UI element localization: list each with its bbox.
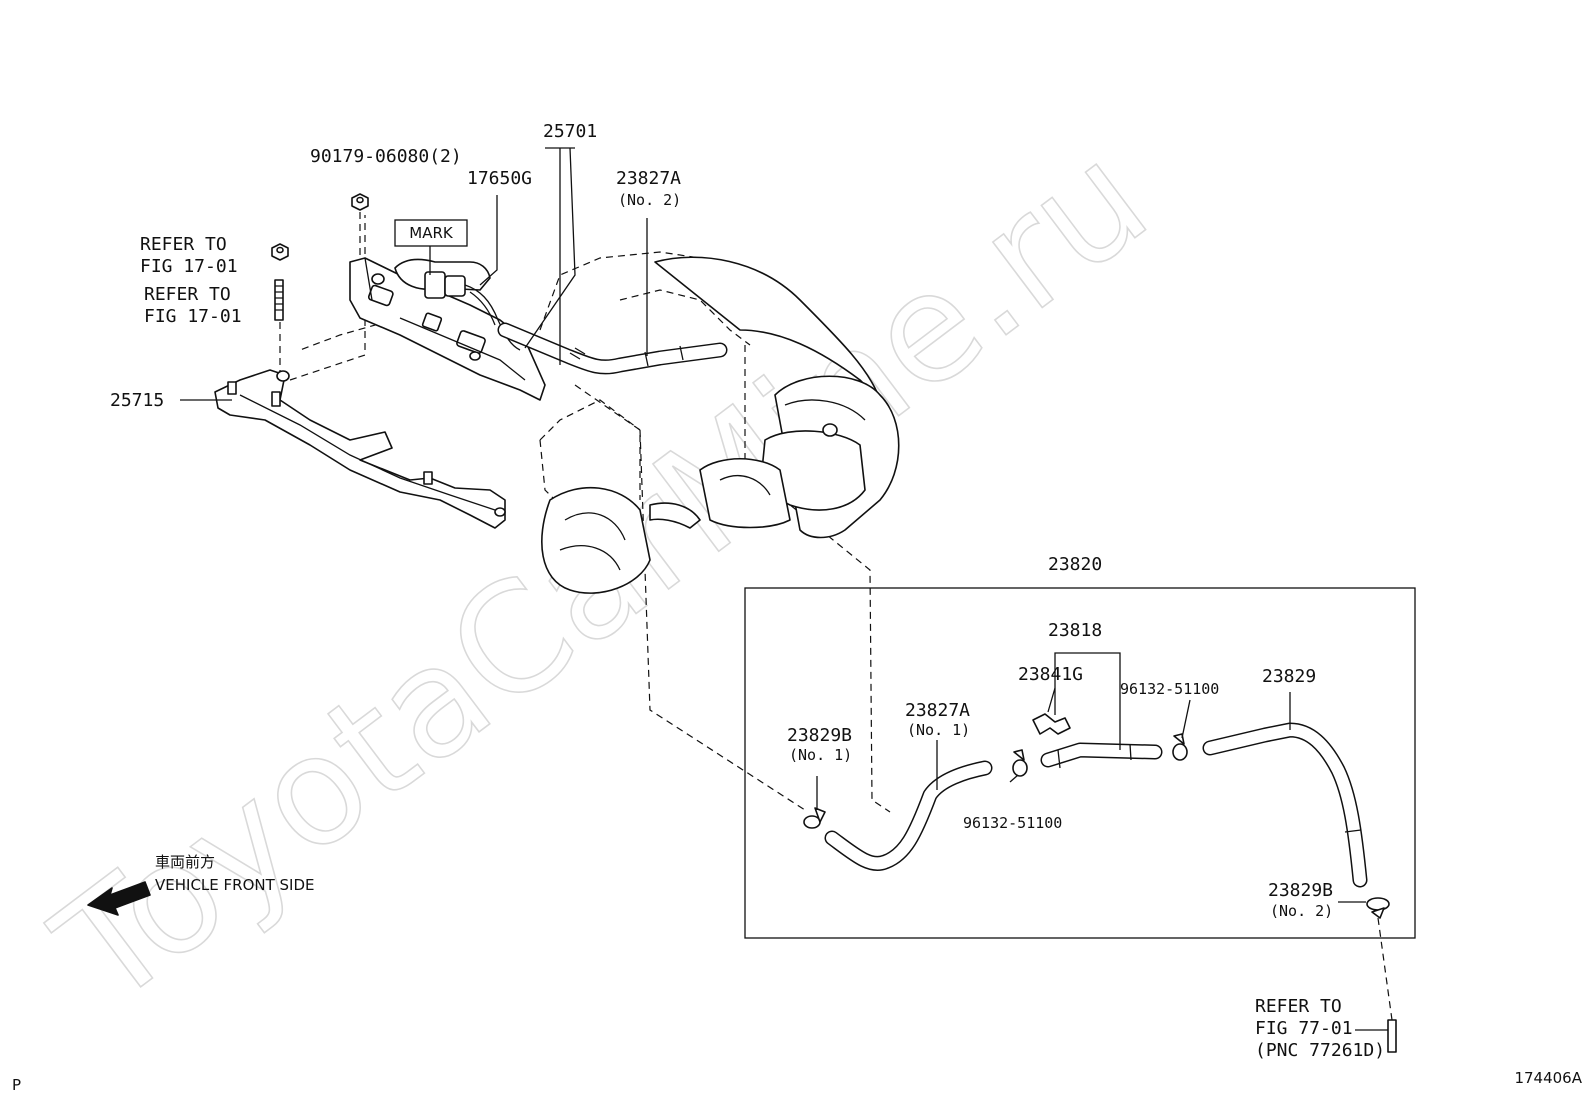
arrow-left-icon: [87, 881, 151, 916]
mark-label: MARK: [409, 224, 454, 242]
label-23820: 23820: [1048, 554, 1102, 575]
vsv-valve: [394, 258, 521, 351]
label-refer3-line2: FIG 77-01: [1255, 1018, 1353, 1039]
clamp-96132-right: [1172, 733, 1188, 761]
clamp-23829b-no2: [1366, 897, 1390, 919]
hose-23827a-no1: [824, 760, 993, 871]
label-23818: 23818: [1048, 620, 1102, 641]
label-23827a-box: 23827A: [905, 700, 970, 721]
fastener-centerlines: [279, 212, 361, 372]
clamp-23829b-no1: [803, 807, 826, 829]
label-refer2-line2: FIG 17-01: [144, 306, 242, 327]
label-25701: 25701: [543, 121, 597, 142]
figure-number: 174406A: [1514, 1069, 1582, 1087]
label-17650g: 17650G: [467, 168, 532, 189]
label-front-en: VEHICLE FRONT SIDE: [155, 876, 315, 894]
label-23829b-left-sub: (No. 1): [789, 746, 852, 764]
engine-body: [541, 256, 900, 594]
label-96132-bottom: 96132-51100: [963, 814, 1062, 832]
label-refer3-line1: REFER TO: [1255, 996, 1342, 1017]
label-refer1-line1: REFER TO: [140, 234, 227, 255]
clip-23841g: [1032, 713, 1071, 735]
part-labels: 90179-06080(2) 25701 17650G 23827A (No. …: [110, 121, 1385, 1061]
clamp-96132-left: [1012, 749, 1028, 777]
label-23841g: 23841G: [1018, 664, 1083, 685]
corner-code-left: P: [12, 1076, 21, 1094]
label-23827a-top-sub: (No. 2): [618, 191, 681, 209]
leader-lines: [180, 147, 1388, 1031]
label-23827a-top: 23827A: [616, 168, 681, 189]
label-23827a-box-sub: (No. 1): [907, 721, 970, 739]
label-refer3-line3: (PNC 77261D): [1255, 1040, 1385, 1061]
stud-icon: [274, 279, 284, 321]
label-front-jp: 車両前方: [155, 853, 215, 871]
vehicle-front-indicator: 車両前方 VEHICLE FRONT SIDE: [87, 853, 315, 916]
hose-23829: [1202, 722, 1368, 888]
engine-ghost: [289, 215, 891, 813]
label-25715: 25715: [110, 390, 164, 411]
hose-23827a-no2: [497, 322, 728, 375]
label-96132-right: 96132-51100: [1120, 680, 1219, 698]
label-23829b-left: 23829B: [787, 725, 852, 746]
lower-bracket-25715: [214, 369, 506, 529]
label-23829: 23829: [1262, 666, 1316, 687]
label-23829b-right-sub: (No. 2): [1270, 902, 1333, 920]
label-refer1-line2: FIG 17-01: [140, 256, 238, 277]
label-23829b-right: 23829B: [1268, 880, 1333, 901]
label-refer2-line1: REFER TO: [144, 284, 231, 305]
mark-callout: MARK: [394, 219, 468, 247]
hose-23818: [1040, 742, 1163, 769]
assembly-box-23820: [744, 587, 1416, 939]
pipe-end: [1377, 917, 1397, 1053]
label-90179-06080: 90179-06080(2): [310, 146, 462, 167]
fasteners: [271, 193, 369, 321]
